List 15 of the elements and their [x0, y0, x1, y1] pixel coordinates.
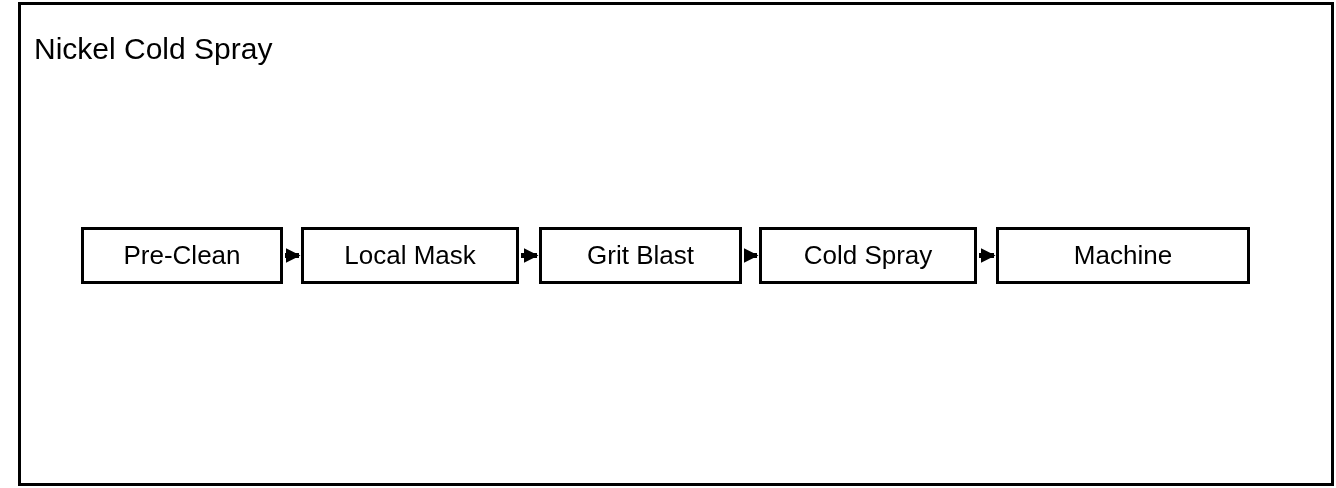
step-label: Local Mask [344, 240, 476, 271]
step-label: Machine [1073, 240, 1173, 271]
process-box [996, 227, 1250, 284]
arrow [743, 248, 759, 263]
step-label: Pre-Clean [123, 240, 241, 271]
step-label: Cold Spray [803, 240, 933, 271]
arrow [521, 248, 539, 263]
step-label: Grit Blast [587, 240, 694, 271]
arrow [285, 248, 301, 263]
process-box [539, 227, 742, 284]
process-box [759, 227, 977, 284]
arrow [979, 248, 996, 263]
process-box [81, 227, 283, 284]
process-box [301, 227, 519, 284]
diagram-title: Nickel Cold Spray [34, 32, 273, 66]
